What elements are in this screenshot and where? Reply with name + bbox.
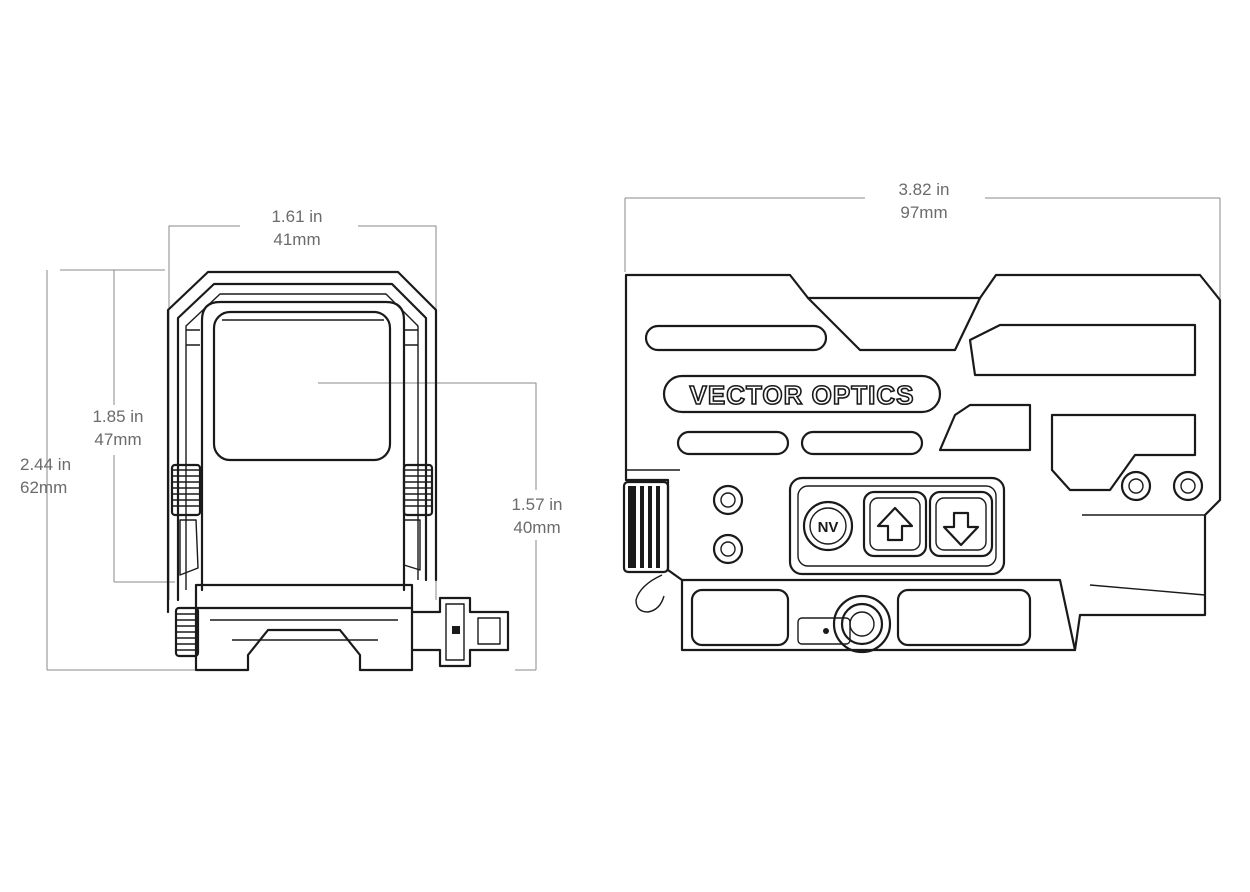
side-slot-2 [676, 430, 790, 456]
front-lens-window [212, 310, 392, 462]
front-base-plate [194, 583, 414, 610]
front-width-metric: 41mm [273, 230, 320, 249]
dimension-labels: 1.61 in 41mm 1.85 in 47mm 2.44 in 62mm 1… [20, 180, 950, 537]
front-right-knob [402, 463, 434, 517]
side-base-cutout-1 [690, 588, 790, 647]
front-total-height-metric: 62mm [20, 478, 67, 497]
brightness-up-button[interactable] [862, 490, 928, 558]
front-total-height-dim-line [46, 269, 200, 671]
front-body-height-dim-line [113, 270, 175, 583]
screw-2 [712, 533, 744, 565]
front-qd-lever [410, 596, 510, 668]
side-top-notch [806, 296, 982, 352]
brand-logo: VECTOR OPTICS [662, 374, 942, 414]
front-width-imperial: 1.61 in [271, 207, 322, 226]
side-length-metric: 97mm [900, 203, 947, 222]
screw-1 [712, 484, 744, 516]
side-adjustment-knob [622, 480, 670, 613]
front-body [200, 300, 406, 592]
side-slot-1 [644, 324, 828, 352]
screw-3 [1120, 470, 1152, 502]
side-mount-knob [832, 594, 892, 654]
side-length-dim-line [624, 197, 1221, 500]
side-base-cutout-2 [896, 588, 1032, 647]
control-panel-inner [797, 485, 997, 567]
nv-button[interactable]: NV [802, 500, 854, 552]
front-left-switch [179, 519, 199, 576]
side-slot-4 [968, 323, 1197, 377]
side-slot-3 [800, 430, 924, 456]
side-base-top [680, 578, 1077, 652]
front-left-knob [170, 463, 202, 517]
brand-logo-text: VECTOR OPTICS [690, 380, 915, 410]
side-slot-5 [938, 403, 1032, 452]
side-view: VECTOR OPTICS NV [622, 273, 1222, 654]
front-total-height-imperial: 2.44 in [20, 455, 71, 474]
side-rear-detail [1082, 514, 1206, 596]
side-length-imperial: 3.82 in [898, 180, 949, 199]
arrow-up-icon [876, 506, 914, 542]
nv-button-label: NV [818, 519, 839, 536]
front-hood-rib [185, 293, 419, 590]
side-lever-slot [797, 617, 851, 645]
front-view [166, 270, 510, 672]
front-hood-grooves [186, 329, 418, 346]
side-front-bevel [625, 290, 680, 471]
front-mount-detail [210, 619, 398, 641]
front-mount-knob [174, 606, 200, 658]
front-body-height-imperial: 1.85 in [92, 407, 143, 426]
arrow-down-icon [942, 511, 980, 547]
screw-4 [1172, 470, 1204, 502]
front-right-switch [403, 519, 421, 571]
front-center-height-metric: 40mm [513, 518, 560, 537]
brightness-down-button[interactable] [928, 490, 994, 558]
side-slot-6 [1050, 413, 1197, 492]
control-panel [788, 476, 1006, 576]
front-hood-outer [166, 270, 438, 614]
front-rail-mount [194, 606, 414, 672]
front-width-dim-line [168, 225, 437, 600]
side-lever-pin [823, 628, 829, 634]
front-center-height-imperial: 1.57 in [511, 495, 562, 514]
front-hood-inner [176, 282, 428, 602]
front-body-height-metric: 47mm [94, 430, 141, 449]
dimension-lines [46, 197, 1221, 671]
